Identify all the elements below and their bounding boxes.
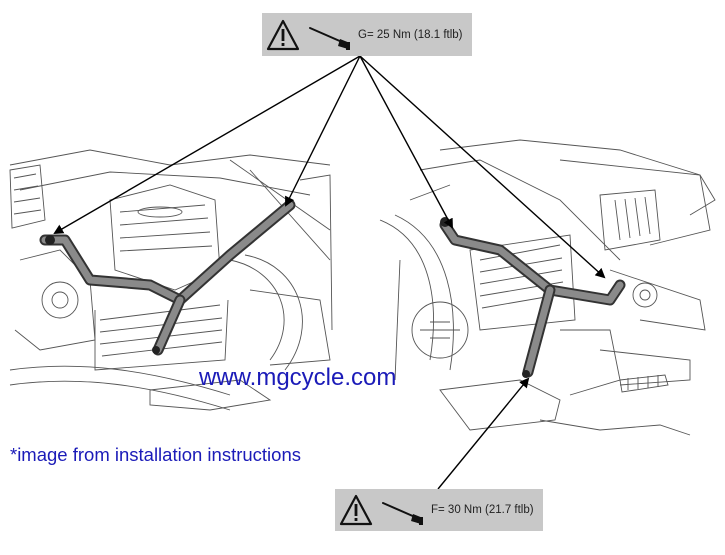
- torque-callout-top: G= 25 Nm (18.1 ftlb): [262, 13, 472, 56]
- leader-arrow: [359, 55, 606, 279]
- left-crash-bar: [39, 199, 296, 356]
- warning-triangle-icon: [339, 494, 373, 526]
- website-watermark: www.mgcycle.com: [199, 364, 397, 391]
- left-engine-illustration: [9, 149, 333, 411]
- leader-arrows: [53, 55, 606, 490]
- right-engine-illustration: [379, 139, 716, 436]
- leader-arrow: [359, 55, 453, 229]
- image-source-caption: *image from installation instructions: [10, 444, 301, 465]
- torque-spec-g: G= 25 Nm (18.1 ftlb): [358, 28, 463, 41]
- right-crash-bar: [439, 217, 626, 378]
- torque-spec-f: F= 30 Nm (21.7 ftlb): [431, 504, 534, 516]
- torque-wrench-icon: [382, 502, 423, 525]
- leader-arrow: [53, 55, 361, 235]
- leader-arrow: [437, 377, 530, 490]
- warning-triangle-icon: [266, 19, 300, 50]
- leader-arrow: [285, 55, 361, 207]
- torque-wrench-icon: [309, 26, 350, 50]
- torque-callout-bottom: F= 30 Nm (21.7 ftlb): [335, 489, 543, 531]
